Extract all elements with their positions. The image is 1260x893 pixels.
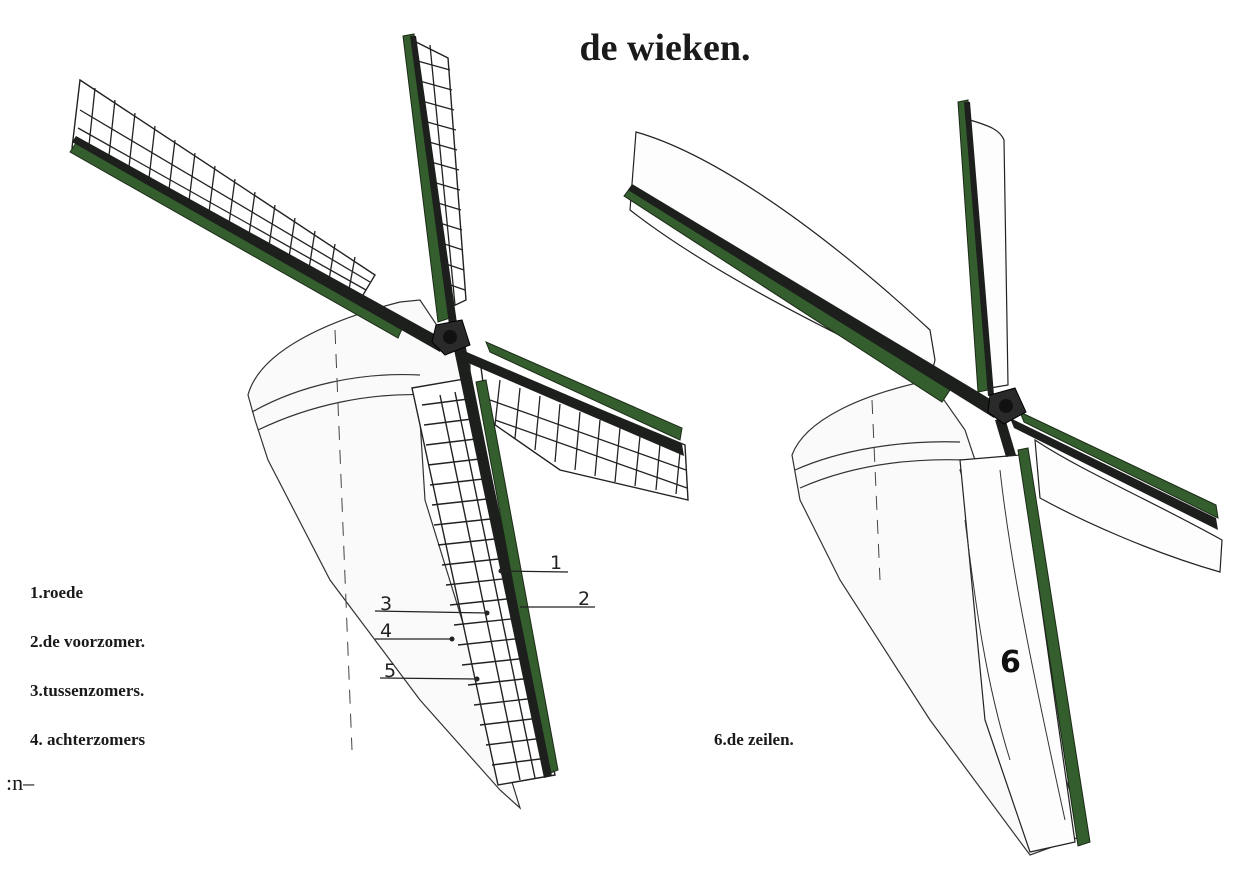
- legend-item-6: 6.de zeilen.: [714, 730, 794, 749]
- cap-rim-right-2: [799, 459, 966, 489]
- cloth-sail-top: [969, 119, 1009, 389]
- callout-label-6: 6: [1000, 645, 1021, 680]
- sail-upper-left-frame: [71, 78, 376, 301]
- stock-right: [462, 350, 684, 456]
- callout-label-4: 4: [380, 620, 392, 642]
- legend-item-2: 2.de voorzomer.: [30, 632, 146, 651]
- callout-dots: [449, 568, 504, 682]
- legend-item-1: 1.roede: [30, 583, 84, 602]
- cloth-sail-lower-folds: [964, 469, 1066, 821]
- whip-lower-right: [1017, 447, 1091, 847]
- callout-label-3: 3: [380, 593, 392, 615]
- stock-lower: [452, 338, 552, 778]
- stock-upper-left: [72, 136, 445, 352]
- cap-rim-right: [794, 441, 961, 471]
- windmill-right: 6: [623, 99, 1223, 856]
- hub-left: [431, 319, 471, 356]
- dashed-axis-right: [871, 399, 881, 581]
- stock-top-right: [964, 102, 994, 396]
- sail-right-grid: [489, 379, 688, 495]
- callout-lines: [374, 570, 595, 680]
- stock-top: [410, 36, 458, 332]
- callout-label-2: 2: [578, 588, 590, 610]
- callout-label-1: 1: [550, 552, 562, 574]
- page-title: de wieken.: [579, 27, 751, 69]
- legend-item-3: 3.tussenzomers.: [30, 681, 145, 700]
- cap-rim-left-2: [257, 394, 431, 431]
- stock-right-right: [1010, 418, 1218, 530]
- sail-lower-grid: [421, 391, 549, 781]
- stock-lower-right: [995, 418, 1016, 457]
- windmill-left: 1 2 3 4 5: [69, 33, 689, 810]
- cloth-sail-right: [1034, 438, 1223, 573]
- cap-rim-left: [251, 374, 421, 413]
- legend-item-4: 4. achterzomers: [30, 730, 146, 749]
- mill-body-left: [247, 299, 522, 810]
- whip-right: [485, 341, 683, 441]
- callout-label-5: 5: [384, 660, 396, 682]
- whip-upper-left: [69, 139, 406, 339]
- stock-upper-left-right: [628, 184, 1000, 418]
- stray-text: :n–: [6, 770, 35, 795]
- whip-right-right: [1019, 411, 1219, 519]
- hub-right: [987, 387, 1027, 425]
